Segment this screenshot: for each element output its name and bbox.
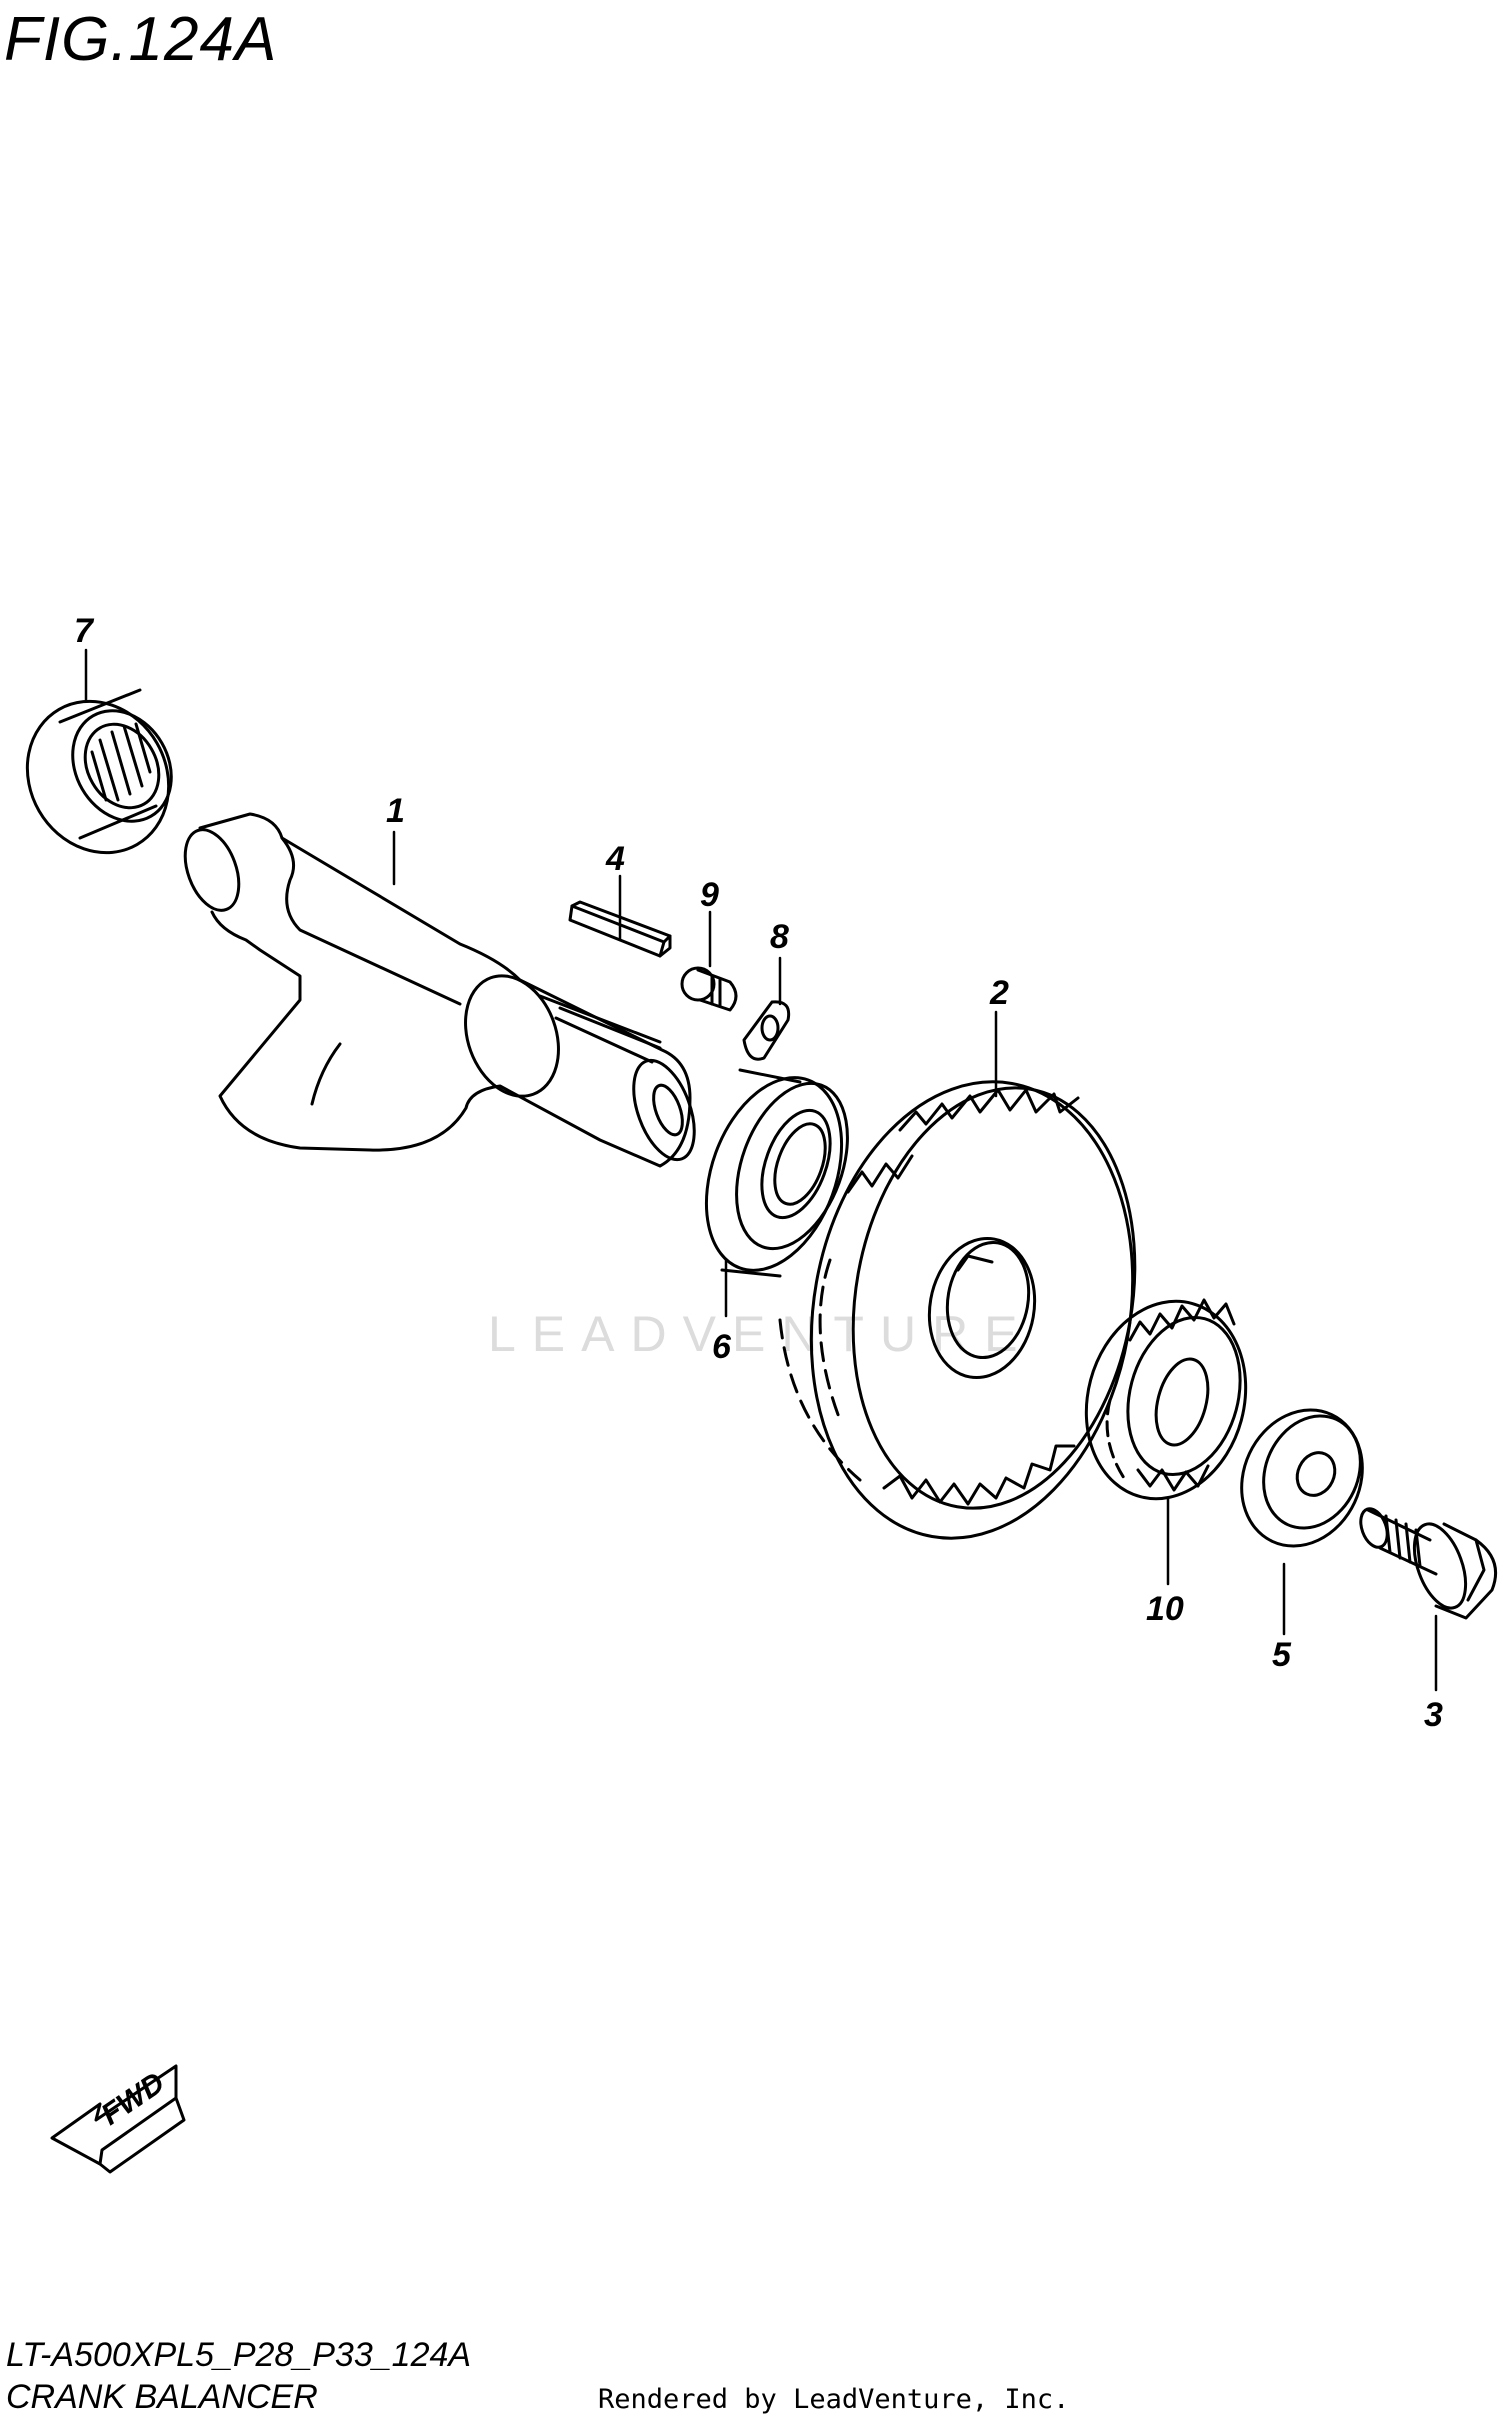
callout-4: 4: [605, 840, 625, 878]
washer-5[interactable]: [1220, 1390, 1384, 1566]
screw-9[interactable]: [680, 966, 738, 1012]
diagram-caption: CRANK BALANCER: [6, 2378, 318, 2416]
callout-3: 3: [1424, 1696, 1443, 1734]
callout-leaders: [84, 648, 1438, 1692]
needle-bearing-7[interactable]: [0, 675, 196, 878]
fwd-arrow-icon: FWD: [50, 2064, 186, 2174]
balancer-shaft-1[interactable]: [175, 812, 706, 1168]
lock-washer-8[interactable]: [742, 1000, 791, 1061]
ball-bearing-6[interactable]: [682, 1059, 869, 1289]
callout-6: 6: [712, 1328, 732, 1366]
callout-7: 7: [74, 612, 95, 650]
callout-2: 2: [989, 974, 1009, 1012]
rendered-by-credit: Rendered by LeadVenture, Inc.: [598, 2384, 1070, 2415]
callout-1: 1: [386, 792, 405, 830]
key-4[interactable]: [568, 900, 672, 958]
driven-gear-2[interactable]: [776, 1056, 1167, 1564]
callout-9: 9: [700, 876, 719, 914]
model-code: LT-A500XPL5_P28_P33_124A: [6, 2336, 472, 2374]
callout-labels: 7 1 4 9 8 6 2 10 5 3: [74, 612, 1443, 1734]
figure-title: FIG.124A: [4, 5, 278, 74]
small-gear-10[interactable]: [1065, 1283, 1267, 1517]
callout-8: 8: [770, 918, 789, 956]
callout-10: 10: [1146, 1590, 1184, 1628]
bolt-3[interactable]: [1356, 1505, 1497, 1620]
callout-5: 5: [1272, 1636, 1292, 1674]
